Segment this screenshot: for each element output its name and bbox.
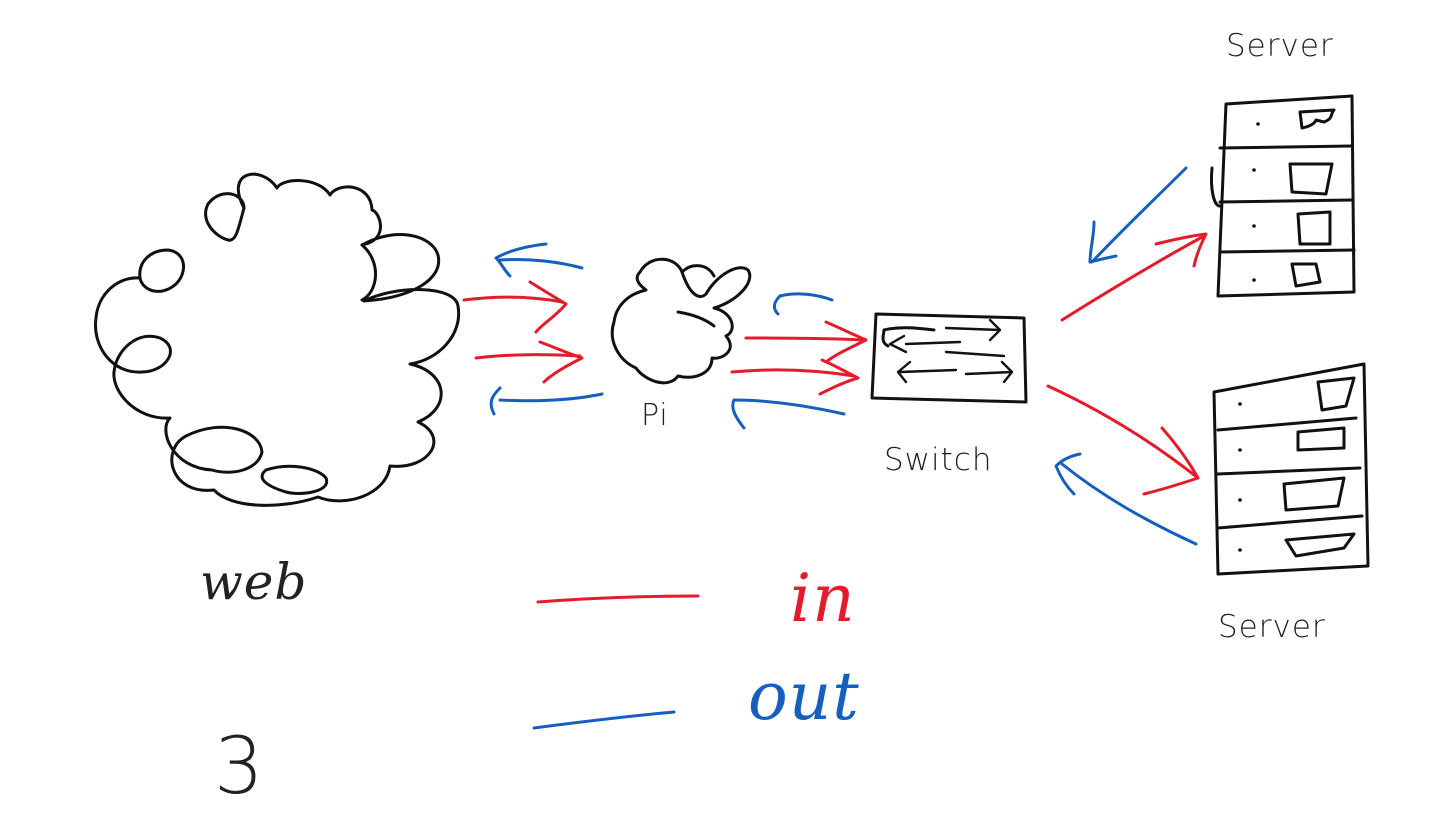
legend-in-label: in [790,560,856,637]
server-top-label: Server [1226,28,1334,64]
server-bottom [1212,362,1370,576]
arrow-out-switch-pi-1 [772,292,834,316]
server-top [1210,94,1356,298]
server-bottom-label: Server [1218,609,1326,645]
arrow-out-switch-pi-2 [731,398,846,430]
arrow-out-pi-web-1 [494,242,584,278]
figure-number: 3 [214,722,265,812]
arrow-in-web-pi-2 [474,340,584,384]
arrow-in-pi-switch-2 [730,358,860,396]
legend-out-label: out [748,658,860,735]
web-cloud [94,172,461,507]
switch-label: Switch [884,442,993,478]
legend-in-line [536,594,700,604]
arrow-out-server-bottom-switch [1054,452,1198,546]
legend-out-line [532,710,676,730]
web-label: web [200,553,308,611]
arrow-out-server-top-switch [1088,166,1188,264]
arrow-in-web-pi-1 [462,280,568,334]
switch-device [870,312,1028,404]
pi-label: Pi [641,398,669,433]
arrow-in-switch-server-top [1060,232,1208,322]
arrow-in-pi-switch-1 [744,320,868,364]
pi-device [610,257,752,385]
arrow-in-switch-server-bottom [1046,384,1200,496]
arrow-out-pi-web-2 [489,386,604,416]
